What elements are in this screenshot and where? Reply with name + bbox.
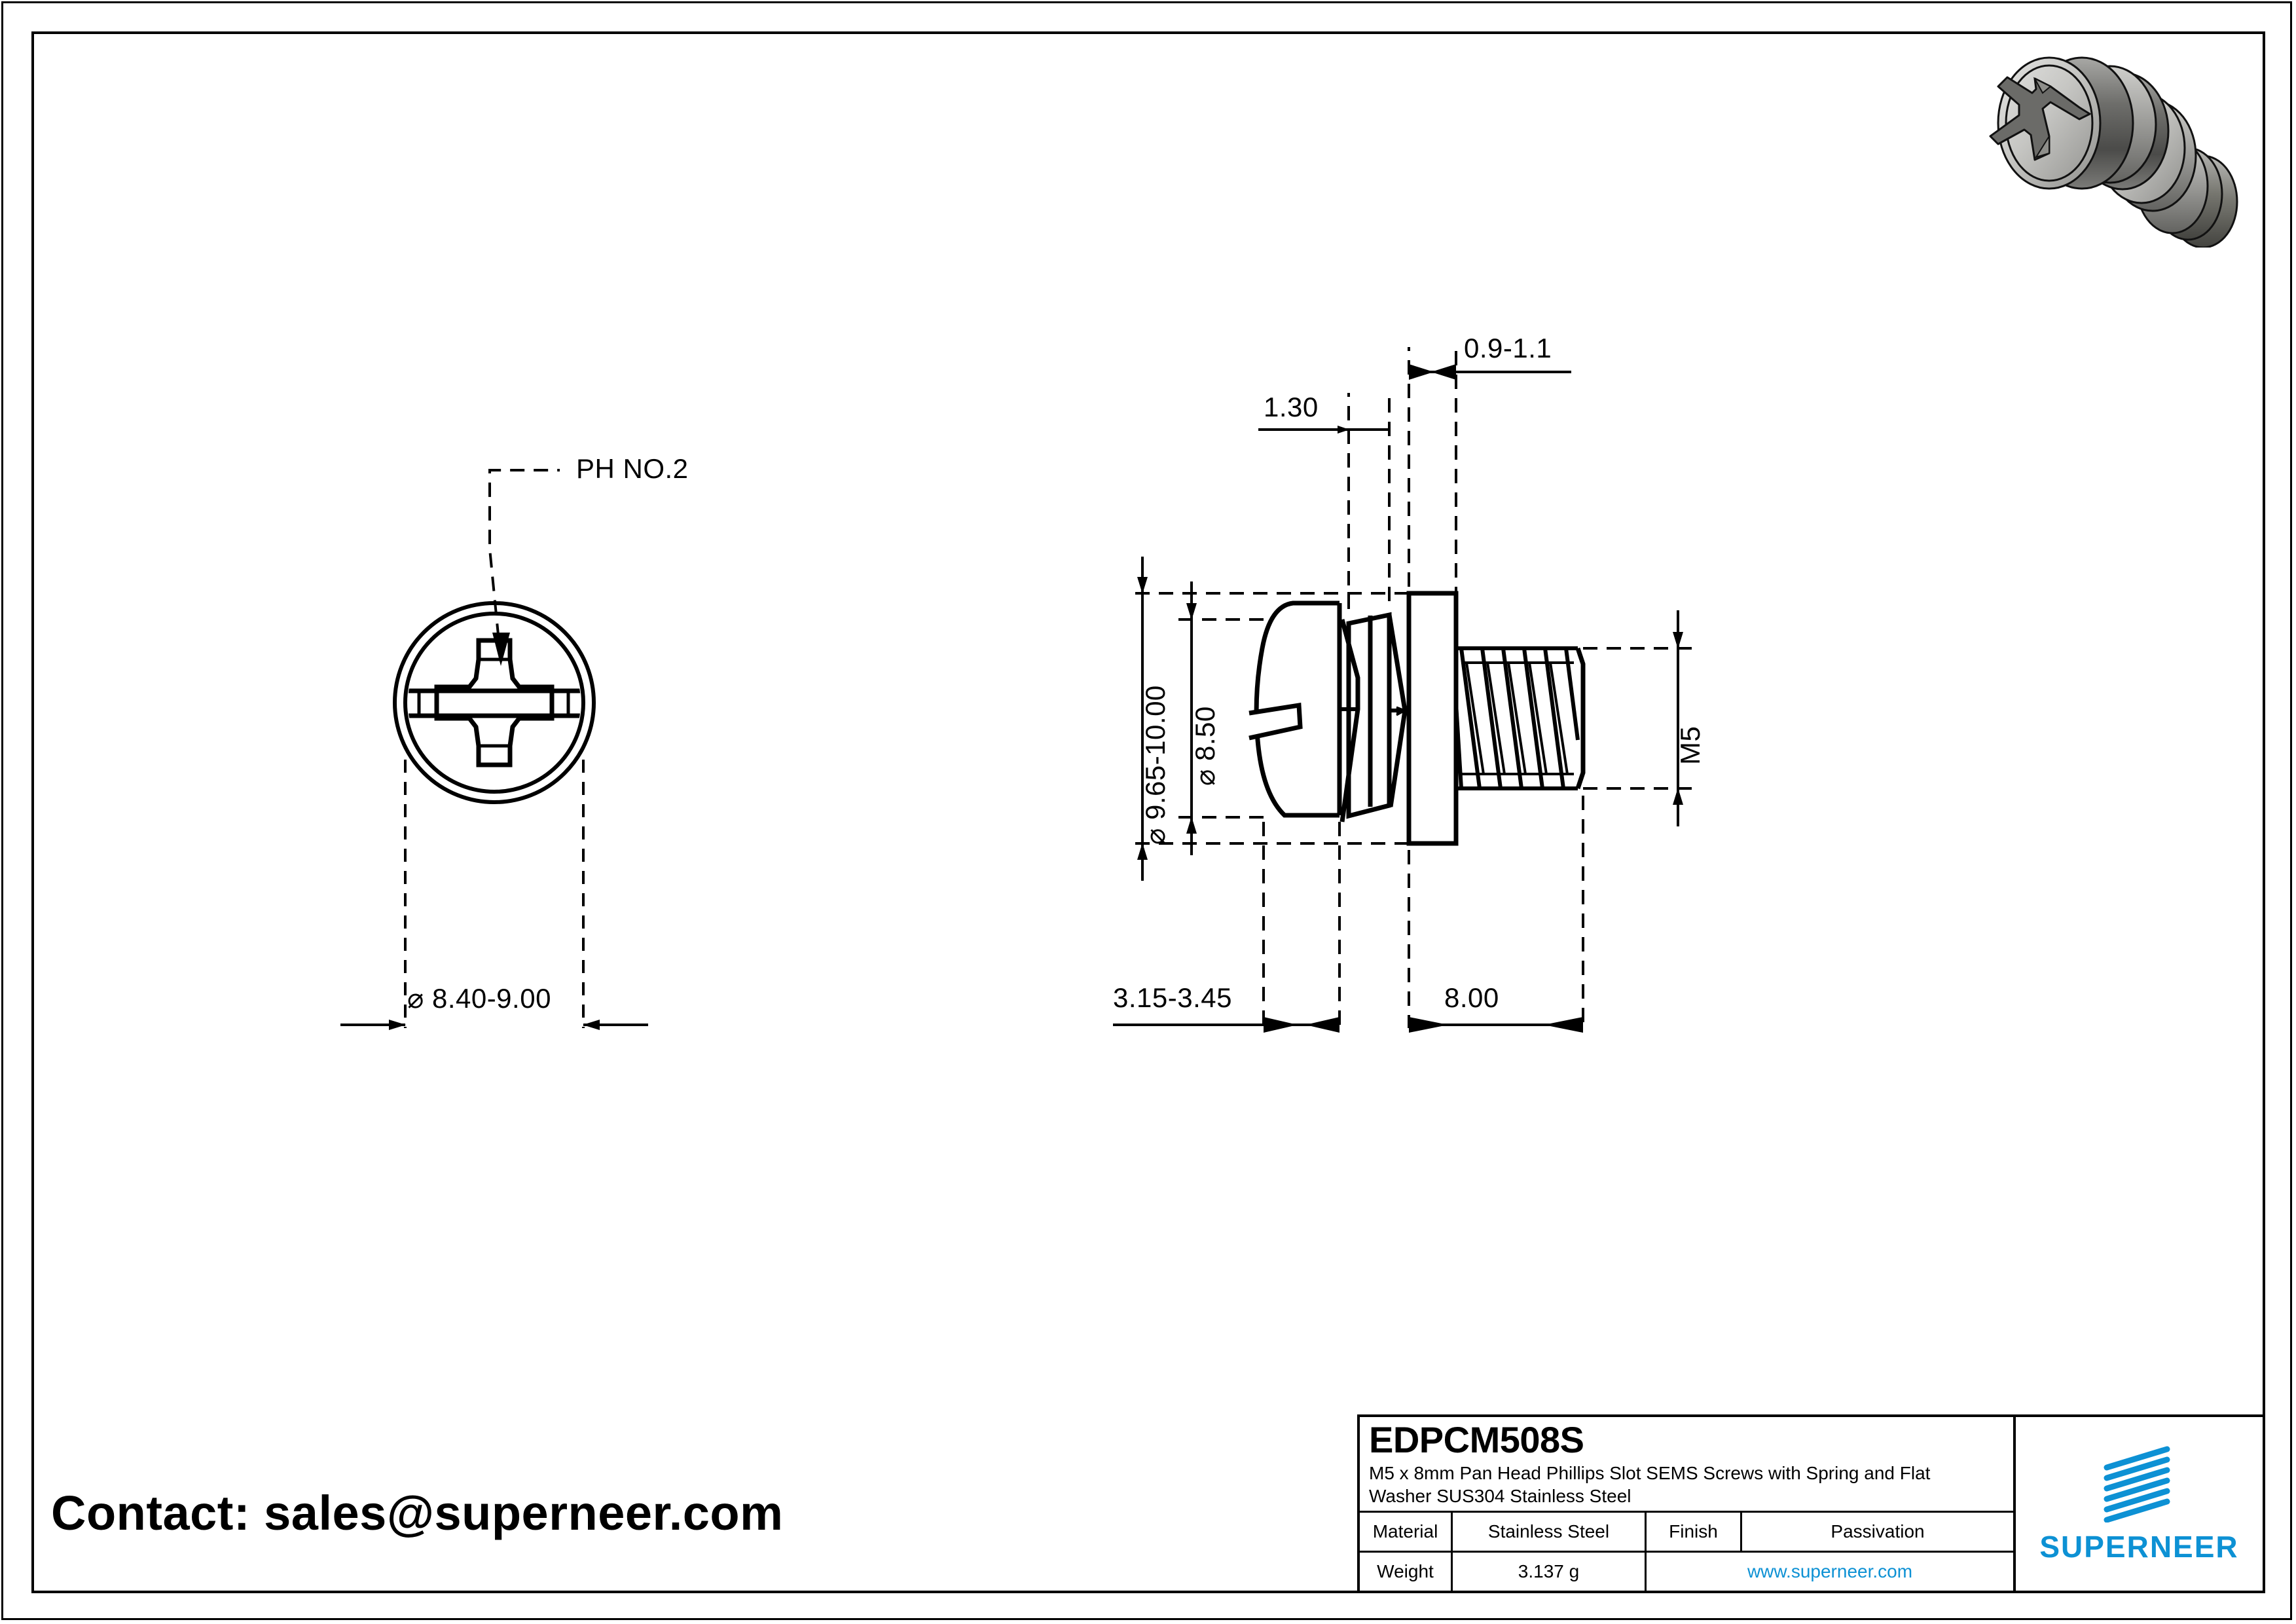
dim-m5-label: M5 [1675,726,1705,765]
title-block-row-material: Material Stainless Steel Finish Passivat… [1360,1513,2013,1553]
part-description-line1: M5 x 8mm Pan Head Phillips Slot SEMS Scr… [1369,1463,1931,1484]
part-code: EDPCM508S [1369,1419,1584,1460]
drawing-frame [31,31,2265,1593]
title-block-logo-cell: SUPERNEER [2016,1417,2263,1591]
website-link[interactable]: www.superneer.com [1747,1561,1913,1581]
ph-no2-label: PH NO.2 [576,453,689,484]
dim-315-345-label: 3.15-3.45 [1113,982,1232,1013]
weight-label: Weight [1360,1553,1453,1591]
material-value: Stainless Steel [1453,1513,1647,1551]
dim-09-11-label: 0.9-1.1 [1464,333,1552,363]
dim-130-label: 1.30 [1264,392,1319,422]
finish-value: Passivation [1831,1521,1925,1541]
part-description-line2: Washer SUS304 Stainless Steel [1369,1485,1631,1506]
dim-800-label: 8.00 [1444,982,1499,1013]
superneer-logo-wordmark: SUPERNEER [2039,1529,2239,1564]
screw-3d-render [1989,56,2238,248]
render-phillips-recess [1989,76,2091,161]
front-diameter-label: ⌀ 8.40-9.00 [407,983,551,1014]
dim-outer-diameter-label: ⌀ 9.65-10.00 [1140,685,1171,845]
superneer-logo-icon [2104,1446,2170,1522]
finish-label: Finish [1647,1513,1742,1551]
title-block-left: EDPCM508S M5 x 8mm Pan Head Phillips Slo… [1360,1417,2016,1591]
contact-text: Contact: sales@superneer.com [51,1486,784,1540]
dim-head-diameter-label: ⌀ 8.50 [1190,706,1220,786]
weight-value: 3.137 g [1453,1553,1647,1591]
title-block: EDPCM508S M5 x 8mm Pan Head Phillips Slo… [1357,1414,2265,1593]
title-block-description: EDPCM508S M5 x 8mm Pan Head Phillips Slo… [1360,1417,2013,1513]
title-block-row-weight: Weight 3.137 g www.superneer.com [1360,1553,2013,1591]
material-label: Material [1360,1513,1453,1551]
